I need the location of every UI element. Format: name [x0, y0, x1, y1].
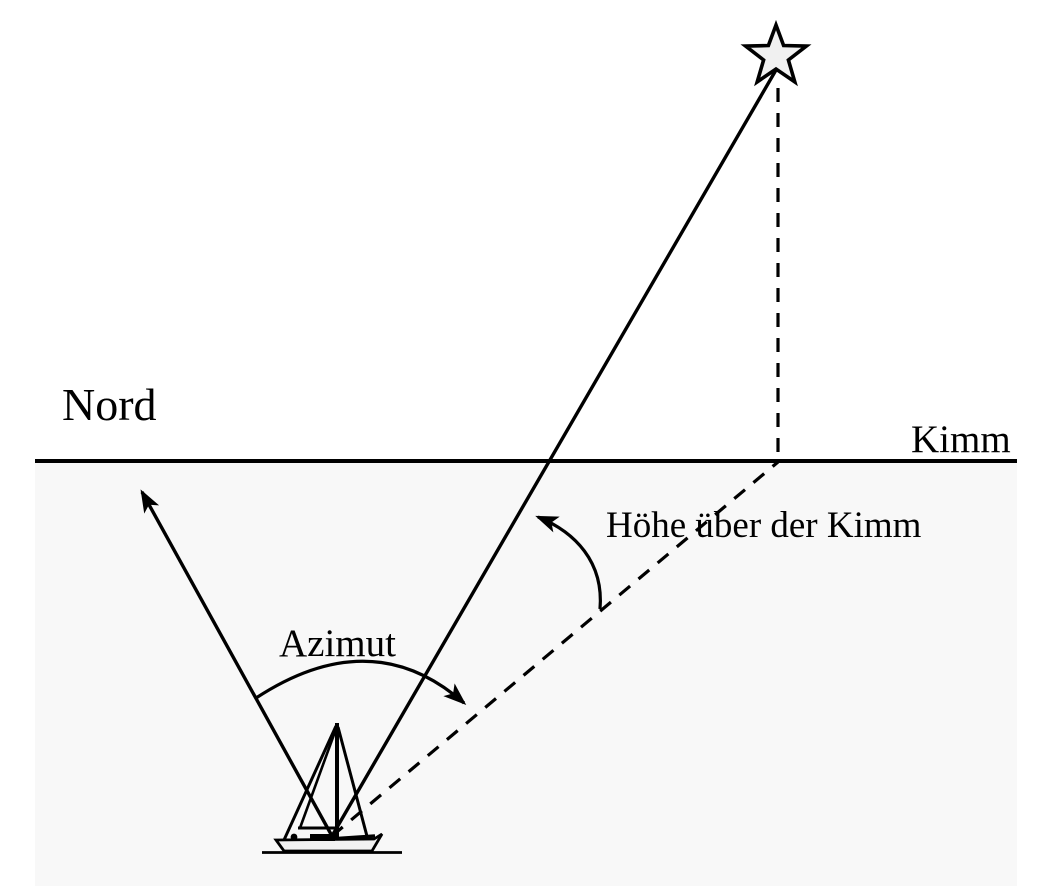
north-arrow — [140, 489, 334, 837]
star-icon — [740, 19, 812, 87]
boat-winch — [290, 833, 298, 841]
north-label: Nord — [62, 379, 157, 430]
sailboat-icon — [262, 723, 402, 854]
boat-cabin — [310, 834, 335, 841]
azimuth-arc-arrow — [255, 659, 467, 705]
boat-hull — [273, 832, 384, 853]
altitude-label: Höhe über der Kimm — [606, 505, 922, 546]
boat-sail-luff — [298, 728, 338, 829]
sight-line-to-star — [330, 69, 778, 837]
azimuth-dashed-line — [330, 460, 780, 838]
azimuth-label: Azimut — [279, 622, 396, 665]
altitude-arc-arrow — [535, 515, 602, 610]
horizon-label: Kimm — [911, 418, 1011, 461]
